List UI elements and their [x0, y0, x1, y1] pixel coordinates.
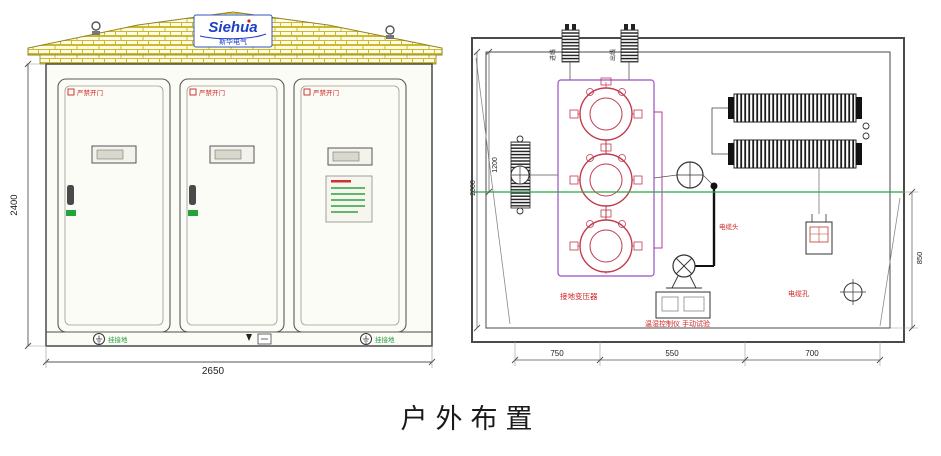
front-elevation: Siehua 斯华电气 严禁开门: [9, 11, 443, 377]
drawing-title: 户外布置: [0, 397, 941, 436]
dimension-width: 2650: [42, 346, 436, 377]
radiator-bank-1: [728, 93, 862, 123]
door-warning-label: 严禁开门: [199, 88, 225, 97]
dim-2000-label: 2000: [470, 180, 477, 196]
lifting-hook-icon: [91, 21, 101, 35]
lifting-hook-icon: [385, 25, 395, 39]
cabinet-door-3: 严禁开门: [293, 78, 407, 333]
bushing-column: [510, 135, 531, 215]
outgoing-terminal: 出线: [609, 24, 639, 63]
lock-mark: [66, 210, 76, 216]
ratings-nameplate: [325, 175, 373, 223]
dim-850-label: 850: [915, 252, 924, 265]
dim-700-label: 700: [805, 349, 819, 358]
warning-icon: [303, 88, 311, 96]
door-handle: [189, 185, 196, 205]
door-swing-left: [475, 57, 511, 325]
lock-mark: [188, 210, 198, 216]
transformer-unit-1: [569, 77, 643, 146]
ground-label-left: 挂接地: [108, 335, 128, 344]
cabinet-door-2: 严禁开门: [179, 78, 285, 333]
drawing-title-text: 户外布置: [400, 404, 541, 434]
base-arrow-icon: [246, 333, 272, 345]
cabinet-door-1: 严禁开门: [57, 78, 171, 333]
dimension-right: 850: [890, 188, 924, 332]
grounding-transformer: 接地变压器: [557, 77, 663, 301]
ground-icon: [360, 333, 372, 345]
enclosure-inner: [485, 51, 891, 329]
dim-width-label: 2650: [202, 366, 225, 377]
warning-icon: [189, 88, 197, 96]
cable-head-label: 电缆头: [719, 222, 739, 231]
roof: Siehua 斯华电气: [27, 11, 443, 65]
ground-label-right: 挂接地: [375, 335, 395, 344]
dimension-bottom: 750 550 700: [511, 342, 884, 366]
position-marker-icon: [840, 279, 866, 305]
control-device-box: [805, 168, 833, 255]
dimension-height: 2400: [9, 60, 46, 350]
plan-view: 进线 出线: [470, 24, 924, 366]
control-label: 温湿控制仪 手动试验: [645, 319, 710, 328]
enclosure-outer: [471, 37, 905, 343]
logo-plate: Siehua 斯华电气: [193, 14, 273, 48]
dim-1200-label: 1200: [492, 157, 499, 173]
warning-icon: [67, 88, 75, 96]
transformer-label: 接地变压器: [560, 291, 598, 301]
door-warning-label: 严禁开门: [77, 88, 103, 97]
incoming-label: 进线: [549, 49, 557, 61]
control-box: [655, 291, 711, 319]
door-warning-label: 严禁开门: [313, 88, 339, 97]
cable-hole-label: 电缆孔: [788, 289, 809, 298]
ground-icon: [93, 333, 105, 345]
dim-750-label: 750: [550, 349, 564, 358]
logo-text: Siehua: [208, 19, 257, 36]
dim-height-label: 2400: [9, 194, 20, 215]
transformer-unit-3: [569, 209, 643, 274]
logo-dot-icon: [247, 19, 251, 23]
radiator-bank-2: [728, 139, 862, 169]
logo-subtext: 斯华电气: [219, 37, 247, 46]
cable-run: 电缆头: [695, 174, 739, 267]
dim-550-label: 550: [665, 349, 679, 358]
insulator-icon: [666, 254, 702, 289]
roof-brick-band: [39, 54, 437, 65]
outgoing-label: 出线: [609, 49, 617, 61]
door-swing-right: [879, 197, 901, 327]
cabinet-body: 严禁开门 严禁开门 严禁开门: [45, 63, 433, 347]
logo-swoosh-icon: [199, 33, 267, 40]
dimension-left: 2000 1200: [470, 48, 499, 332]
door-handle: [67, 185, 74, 205]
incoming-terminal: 进线: [549, 24, 580, 63]
transformer-unit-2: [569, 143, 643, 212]
